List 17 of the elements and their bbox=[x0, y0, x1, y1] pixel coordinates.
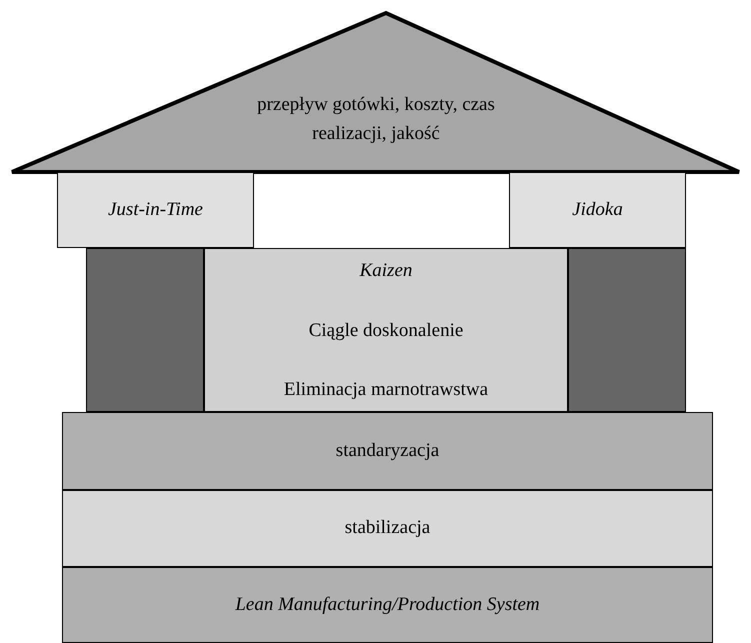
layer-label: standaryzacja bbox=[336, 438, 440, 463]
pillar-box bbox=[86, 248, 204, 412]
roof-label: przepływ gotówki, koszty, czas realizacji, jakość bbox=[257, 94, 495, 144]
cap-label: Just-in-Time bbox=[108, 198, 203, 222]
pillar-cap-box bbox=[57, 172, 254, 248]
center-text: Ciągle doskonalenie bbox=[308, 318, 464, 342]
foundation-layer bbox=[62, 412, 713, 490]
layer-label: stabilizacja bbox=[344, 516, 430, 540]
foundation-layer bbox=[62, 567, 713, 643]
foundation-layer bbox=[62, 490, 713, 567]
pillar-box bbox=[568, 248, 686, 412]
cap-label: Jidoka bbox=[572, 198, 623, 222]
center-box bbox=[204, 248, 568, 412]
center-text: Kaizen bbox=[360, 259, 412, 283]
center-text: Eliminacja marnotrawstwa bbox=[284, 378, 488, 402]
pillar-cap-box bbox=[509, 172, 686, 248]
layer-label: Lean Manufacturing/Production System bbox=[235, 592, 540, 617]
